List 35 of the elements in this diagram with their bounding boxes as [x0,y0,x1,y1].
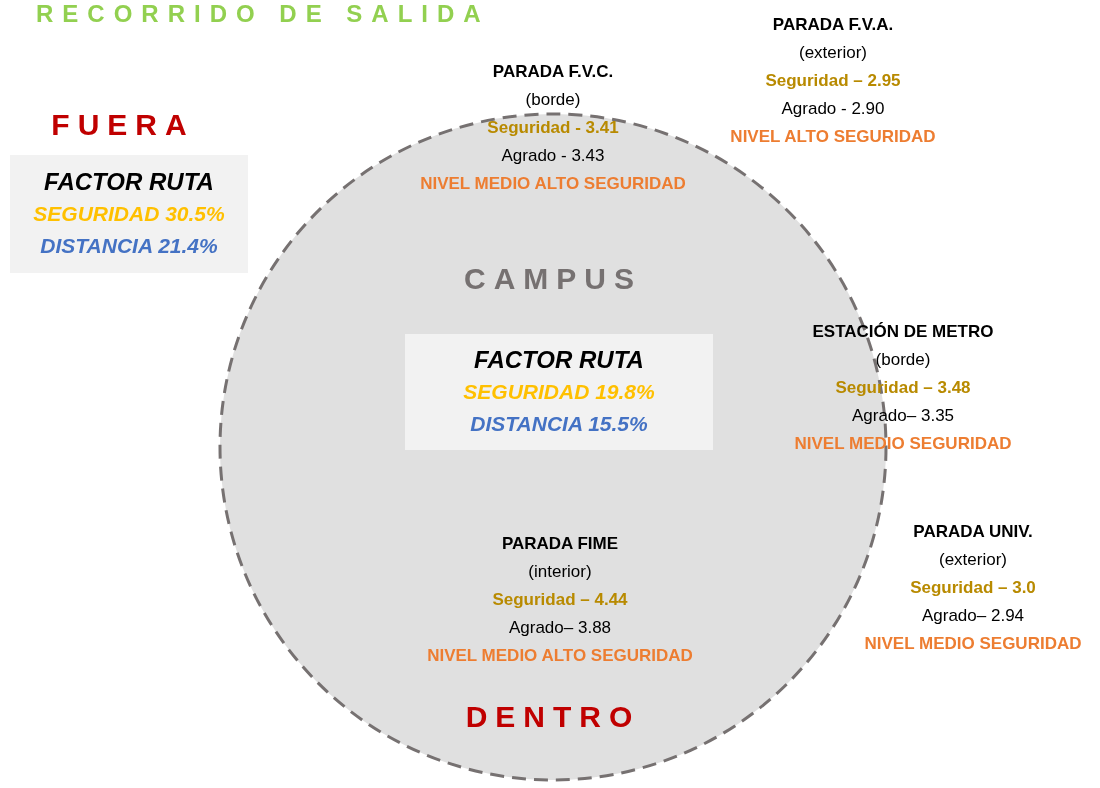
safety-score: Seguridad – 3.0 [910,578,1036,598]
satisfaction-score: Agrado– 2.94 [921,606,1025,626]
safety-score: Seguridad - 3.41 [487,118,619,138]
factor-value: SEGURIDAD 19.8% [463,379,655,405]
satisfaction-score: Agrado - 3.43 [501,146,605,166]
diagram-title: RECORRIDO DE SALIDA [36,0,490,28]
location-type: (borde) [525,90,581,110]
area-label: DENTRO [464,700,642,734]
stop-name: PARADA F.V.A. [772,15,894,35]
stop-name: ESTACIÓN DE METRO [812,322,994,342]
panel-heading: FACTOR RUTA [474,345,644,375]
location-type: (exterior) [799,43,867,63]
satisfaction-score: Agrado - 2.90 [781,99,885,119]
safety-level: NIVEL ALTO SEGURIDAD [730,127,936,147]
safety-score: Seguridad – 3.48 [835,378,971,398]
safety-level: NIVEL MEDIO SEGURIDAD [794,434,1012,454]
factor-value: DISTANCIA 15.5% [470,411,648,437]
location-type: (borde) [875,350,931,370]
factor-value: SEGURIDAD 30.5% [33,201,225,227]
stop-name: PARADA UNIV. [913,522,1033,542]
area-label: FUERA [51,108,195,142]
satisfaction-score: Agrado– 3.35 [851,406,955,426]
satisfaction-score: Agrado– 3.88 [508,618,612,638]
safety-level: NIVEL MEDIO ALTO SEGURIDAD [420,174,686,194]
stop-name: PARADA FIME [501,534,619,554]
safety-level: NIVEL MEDIO ALTO SEGURIDAD [427,646,693,666]
stop-name: PARADA F.V.C. [492,62,614,82]
location-type: (exterior) [939,550,1007,570]
panel-heading: FACTOR RUTA [44,167,214,197]
location-type: (interior) [528,562,592,582]
safety-level: NIVEL MEDIO SEGURIDAD [864,634,1082,654]
factor-value: DISTANCIA 21.4% [40,233,218,259]
area-label: CAMPUS [463,262,643,296]
safety-score: Seguridad – 2.95 [765,71,901,91]
safety-score: Seguridad – 4.44 [492,590,628,610]
